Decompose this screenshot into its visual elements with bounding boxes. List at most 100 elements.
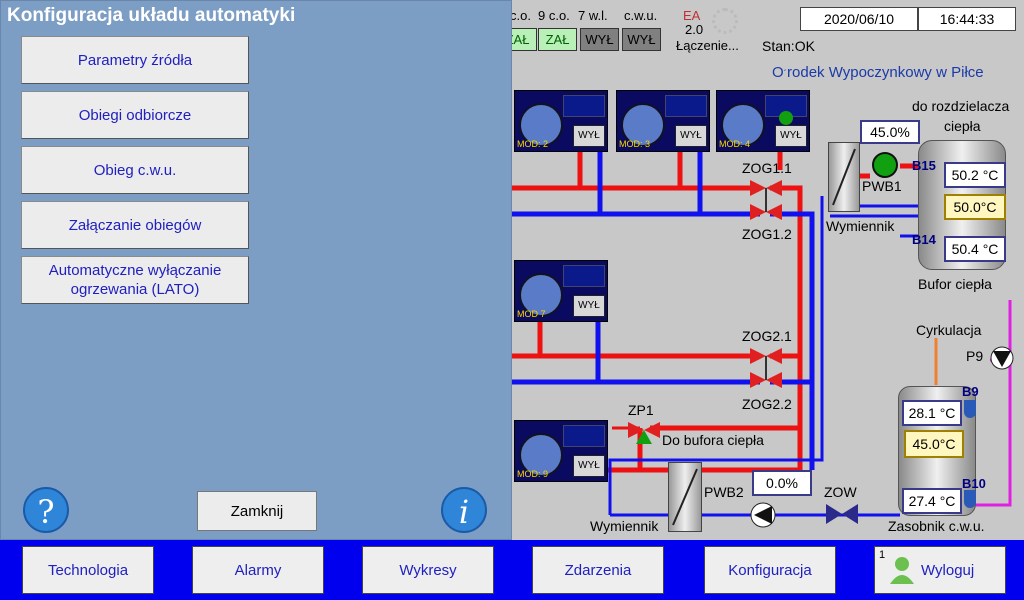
pump-pwb2-icon[interactable] [750, 502, 776, 528]
pwb1-output[interactable]: 45.0% [860, 120, 920, 144]
heat-exchanger-2 [668, 462, 702, 532]
module-label: MOD 7 [517, 309, 546, 319]
user-level: 1 [879, 549, 886, 561]
configuration-dialog: Konfiguracja układu automatyki Parametry… [0, 0, 512, 540]
receiver-circuits-button[interactable]: Obiegi odbiorcze [21, 91, 249, 139]
nav-konfiguracja[interactable]: Konfiguracja [704, 546, 836, 594]
status-col-co: c.o. [510, 8, 531, 23]
module-label: MOD: 2 [517, 139, 549, 149]
pump-pwb1-icon[interactable] [872, 152, 898, 178]
status-col-7wl: 7 w.l. [578, 8, 608, 23]
status-toggle-7wl[interactable]: WYŁ [580, 28, 619, 51]
pump-running-icon [779, 111, 793, 125]
label-b10: B10 [962, 476, 986, 491]
buffer-setpoint[interactable]: 50.0°C [944, 194, 1006, 220]
connecting-text: Łączenie... [676, 38, 739, 53]
label-pwb2: PWB2 [704, 484, 744, 500]
close-button[interactable]: Zamknij [197, 491, 317, 531]
user-icon [890, 557, 914, 584]
label-pwb1: PWB1 [862, 178, 902, 194]
module-panel [665, 95, 707, 117]
source-parameters-button[interactable]: Parametry źródła [21, 36, 249, 84]
time-display: 16:44:33 [918, 7, 1016, 31]
module-state: WYŁ [775, 125, 807, 147]
sensor-b10-temp: 27.4 °C [902, 488, 962, 514]
nav-zdarzenia[interactable]: Zdarzenia [532, 546, 664, 594]
fan-icon [721, 103, 765, 147]
pwb2-output[interactable]: 0.0% [752, 470, 812, 496]
logout-button[interactable]: 1 Wyloguj [874, 546, 1006, 594]
module-label: MOD: 3 [619, 139, 651, 149]
label-cyrkulacja: Cyrkulacja [916, 322, 982, 338]
dhw-setpoint[interactable]: 45.0°C [904, 430, 964, 458]
dialog-title: Konfiguracja układu automatyki [7, 5, 296, 26]
label-do-rozdzielacza: do rozdzielacza [912, 98, 1010, 114]
valve-zog11-icon[interactable] [748, 178, 784, 222]
label-p9: P9 [966, 348, 984, 364]
label-b15: B15 [912, 158, 936, 173]
boiler-module-2[interactable]: WYŁ MOD: 2 [514, 90, 608, 152]
module-state: WYŁ [675, 125, 707, 147]
fan-icon [519, 433, 563, 477]
label-zog21: ZOG2.1 [742, 328, 792, 344]
sensor-b10-icon [964, 490, 976, 508]
label-zog11: ZOG1.1 [742, 160, 792, 176]
dhw-circuit-button[interactable]: Obieg c.w.u. [21, 146, 249, 194]
status-toggle-cwu[interactable]: WYŁ [622, 28, 661, 51]
circuit-switching-button[interactable]: Załączanie obiegów [21, 201, 249, 249]
summer-shutdown-button[interactable]: Automatyczne wyłączanie ogrzewania (LATO… [21, 256, 249, 304]
label-ciepla: ciepła [944, 118, 981, 134]
label-wymiennik-1: Wymiennik [826, 218, 895, 234]
boiler-module-9[interactable]: WYŁ MOD: 9 [514, 420, 608, 482]
module-state: WYŁ [573, 295, 605, 317]
module-panel [563, 265, 605, 287]
label-do-bufora: Do bufora ciepła [662, 432, 764, 448]
nav-alarmy[interactable]: Alarmy [192, 546, 324, 594]
module-state: WYŁ [573, 455, 605, 477]
status-col-cwu: c.w.u. [624, 8, 658, 23]
fan-icon [621, 103, 665, 147]
fan-icon [519, 103, 563, 147]
nav-technologia[interactable]: Technologia [22, 546, 154, 594]
label-zow: ZOW [824, 484, 857, 500]
date-display: 2020/06/10 [800, 7, 918, 31]
boiler-module-4[interactable]: WYŁ MOD: 4 [716, 90, 810, 152]
logout-label: Wyloguj [921, 561, 975, 579]
sensor-b15-temp: 50.2 °C [944, 162, 1006, 188]
module-panel [563, 425, 605, 447]
module-state: WYŁ [573, 125, 605, 147]
module-panel [563, 95, 605, 117]
ea-version: 2.0 [685, 22, 704, 37]
status-col-9co: 9 c.o. [538, 8, 570, 23]
heat-exchanger-1 [828, 142, 860, 212]
sensor-b14-temp: 50.4 °C [944, 236, 1006, 262]
label-zp1: ZP1 [628, 402, 654, 418]
label-wymiennik-2: Wymiennik [590, 518, 659, 534]
valve-zow-icon[interactable] [824, 502, 860, 526]
info-icon[interactable]: i [441, 487, 487, 533]
loading-spinner-icon [712, 8, 738, 34]
help-icon[interactable]: ? [23, 487, 69, 533]
label-b9: B9 [962, 384, 979, 399]
bottom-navigation: Technologia Alarmy Wykresy Zdarzenia Kon… [0, 540, 1024, 600]
status-text: Stan:OK [762, 38, 815, 54]
fan-icon [519, 273, 563, 317]
label-b14: B14 [912, 232, 936, 247]
sensor-b9-temp: 28.1 °C [902, 400, 962, 426]
process-scheme: c.o. 9 c.o. 7 w.l. c.w.u. ZAŁ ZAŁ WYŁ WY… [498, 7, 1016, 534]
sensor-b9-icon [964, 400, 976, 418]
valve-zog21-icon[interactable] [748, 346, 784, 390]
boiler-module-3[interactable]: WYŁ MOD: 3 [616, 90, 710, 152]
nav-wykresy[interactable]: Wykresy [362, 546, 494, 594]
valve-zp1-icon[interactable] [626, 418, 662, 446]
status-toggle-9co[interactable]: ZAŁ [538, 28, 577, 51]
module-label: MOD: 4 [719, 139, 751, 149]
pump-p9-icon[interactable] [990, 346, 1014, 370]
label-bufor: Bufor ciepła [918, 276, 992, 292]
boiler-module-7[interactable]: WYŁ MOD 7 [514, 260, 608, 322]
ea-label: EA [683, 8, 701, 23]
facility-name: O´rodek Wypoczynkowy w Piłce [772, 64, 984, 81]
label-zasobnik: Zasobnik c.w.u. [888, 518, 985, 534]
module-label: MOD: 9 [517, 469, 549, 479]
label-zog12: ZOG1.2 [742, 226, 792, 242]
